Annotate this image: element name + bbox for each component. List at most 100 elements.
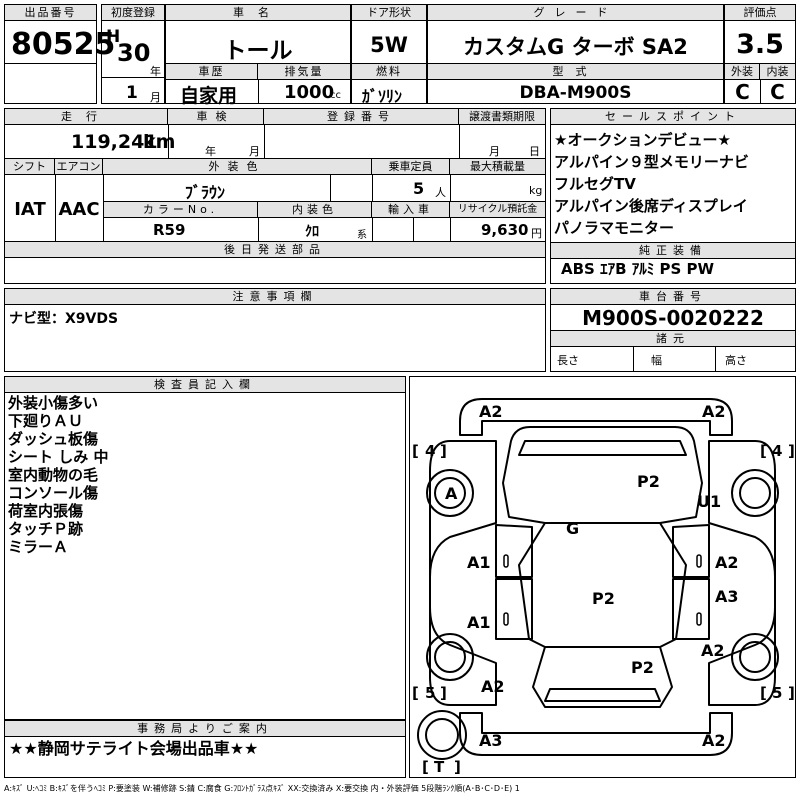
lot-number-box: 出品番号 80525 <box>4 4 115 104</box>
equipment-label: 純正装備 <box>551 243 795 259</box>
svg-text:]: ] <box>440 684 447 702</box>
mark-door-rear-left: A1 <box>467 613 491 632</box>
displacement: 1000 <box>284 82 335 103</box>
tire-rear-left: 5 <box>425 684 435 702</box>
car-diagram: [] [] [] [] [] 4 4 5 5 T A2 A2 A P2 U1 G… <box>412 398 795 776</box>
shift: IAT <box>14 199 46 220</box>
car-name-box: 車名 トール 車歴 排気量 自家用 1000 cc <box>165 4 351 107</box>
car-name: トール <box>223 38 293 64</box>
year-unit: 年 <box>150 65 161 78</box>
inspector-line-1: 外装小傷多い <box>8 394 99 412</box>
inspection-month-unit: 月 <box>249 145 260 158</box>
model: DBA-M900S <box>519 83 632 103</box>
exterior-color-label: 外装色 <box>103 159 372 175</box>
registration-month: 1 <box>126 83 138 103</box>
score: 3.5 <box>736 29 784 60</box>
mark-roof: G <box>566 519 579 538</box>
max-load-label: 最大積載量 <box>450 159 545 175</box>
interior-color-label: 内装色 <box>258 202 372 218</box>
inspection-year-unit: 年 <box>205 145 216 158</box>
aircon: AAC <box>58 199 100 220</box>
sales-point-1: ★オークションデビュー★ <box>554 131 731 149</box>
inspector-line-2: 下廻りＡＵ <box>8 412 84 430</box>
door-type: 5W <box>370 33 408 57</box>
inspector-line-6: コンソール傷 <box>8 484 99 502</box>
svg-text:[: [ <box>412 684 419 702</box>
svg-text:[: [ <box>760 684 767 702</box>
capacity-label: 乗車定員 <box>372 159 450 175</box>
legend: A:ｷｽﾞ U:ﾍｺﾐ B:ｷｽﾞを伴うﾍｺﾐ P:要塗装 W:補修跡 S:錆 … <box>4 784 520 793</box>
notes-box: 注意事項欄 ナビ型：X9VDS <box>4 288 546 372</box>
mark-fender-front-right: U1 <box>697 492 721 511</box>
history-label: 車歴 <box>166 64 258 80</box>
grade-box: グレード カスタムG ターボ SA2 型式 DBA-M900S <box>427 4 724 104</box>
mark-front-left: A2 <box>479 402 503 421</box>
interior-color-unit: 系 <box>357 230 367 241</box>
inspector-line-3: ダッシュ板傷 <box>8 430 99 448</box>
inspector-label: 検査員記入欄 <box>5 377 405 393</box>
inspector-line-8: タッチＰ跡 <box>8 520 84 538</box>
era: H <box>106 27 121 47</box>
office-label: 事務局よりご案内 <box>5 721 405 737</box>
car-name-label: 車名 <box>166 5 350 21</box>
mark-door-rear-right-upper: A3 <box>715 587 739 606</box>
tire-rear-right: 5 <box>772 684 782 702</box>
sales-point-3: フルセグTV <box>554 175 636 193</box>
spare-tire: T <box>434 758 445 776</box>
score-label: 評価点 <box>725 5 795 21</box>
notes-text: ナビ型：X9VDS <box>9 311 119 327</box>
width-label: 幅 <box>651 354 662 367</box>
svg-text:]: ] <box>454 758 461 776</box>
displacement-unit: cc <box>330 90 341 101</box>
inspector-line-9: ミラーＡ <box>8 538 69 556</box>
tire-front-right: 4 <box>772 442 782 460</box>
office-box: 事務局よりご案内 ★★静岡サテライト会場出品車★★ <box>4 720 406 778</box>
chassis-box: 車台番号 M900S-0020222 諸元 長さ 幅 高さ <box>550 288 796 372</box>
sales-point-2: アルパイン９型メモリーナビ <box>554 153 749 171</box>
displacement-label: 排気量 <box>258 64 350 80</box>
svg-text:]: ] <box>440 442 447 460</box>
car-diagram-box: [] [] [] [] [] 4 4 5 5 T A2 A2 A P2 U1 G… <box>409 376 796 778</box>
length-label: 長さ <box>557 354 579 367</box>
registration-number-label: 登録番号 <box>264 109 459 125</box>
lot-number: 80525 <box>11 27 116 62</box>
mark-quarter-rear-left: A2 <box>481 677 505 696</box>
mark-door-rear-right: A2 <box>701 641 725 660</box>
mileage-label: 走行 <box>5 109 168 125</box>
inspector-box: 検査員記入欄 外装小傷多い 下廻りＡＵ ダッシュ板傷 シート しみ 中 室内動物… <box>4 376 406 720</box>
month-unit: 月 <box>150 91 161 104</box>
transfer-month-unit: 月 <box>489 145 500 158</box>
svg-text:[: [ <box>422 758 429 776</box>
dimensions-label: 諸元 <box>551 330 795 347</box>
model-label: 型式 <box>428 64 723 80</box>
first-registration-box: 初度登録 H 30 年 1 月 <box>101 4 165 104</box>
inspection-label: 車検 <box>168 109 264 125</box>
max-load-unit: kg <box>529 184 543 197</box>
notes-label: 注意事項欄 <box>5 289 545 305</box>
interior-grade: C <box>770 80 785 104</box>
svg-text:[: [ <box>412 442 419 460</box>
mark-rear-right: A2 <box>702 731 726 750</box>
score-box: 評価点 3.5 外装 内装 C C <box>724 4 796 104</box>
color-number-label: カラーNo. <box>104 202 258 218</box>
chassis-number: M900S-0020222 <box>582 306 764 330</box>
mark-front-right: A2 <box>702 402 726 421</box>
fuel: ｶﾞｿﾘﾝ <box>362 87 403 106</box>
inspector-line-5: 室内動物の毛 <box>8 466 99 484</box>
mark-wheel-front-left: A <box>445 484 458 503</box>
mark-door-front-right: A2 <box>715 553 739 572</box>
svg-text:]: ] <box>788 684 795 702</box>
interior-label: 内装 <box>760 64 795 80</box>
svg-text:]: ] <box>788 442 795 460</box>
height-label: 高さ <box>725 354 747 367</box>
import-label: 輸入車 <box>372 202 450 218</box>
inspector-line-7: 荷室内張傷 <box>8 502 84 520</box>
tire-front-left: 4 <box>425 442 435 460</box>
mark-rear-left: A3 <box>479 731 503 750</box>
grade: カスタムG ターボ SA2 <box>463 35 688 59</box>
mark-rear: P2 <box>631 658 654 677</box>
aircon-label: エアコン <box>55 159 103 175</box>
office-text: ★★静岡サテライト会場出品車★★ <box>9 739 259 758</box>
transfer-day-unit: 日 <box>529 145 540 158</box>
color-number: R59 <box>153 221 186 239</box>
